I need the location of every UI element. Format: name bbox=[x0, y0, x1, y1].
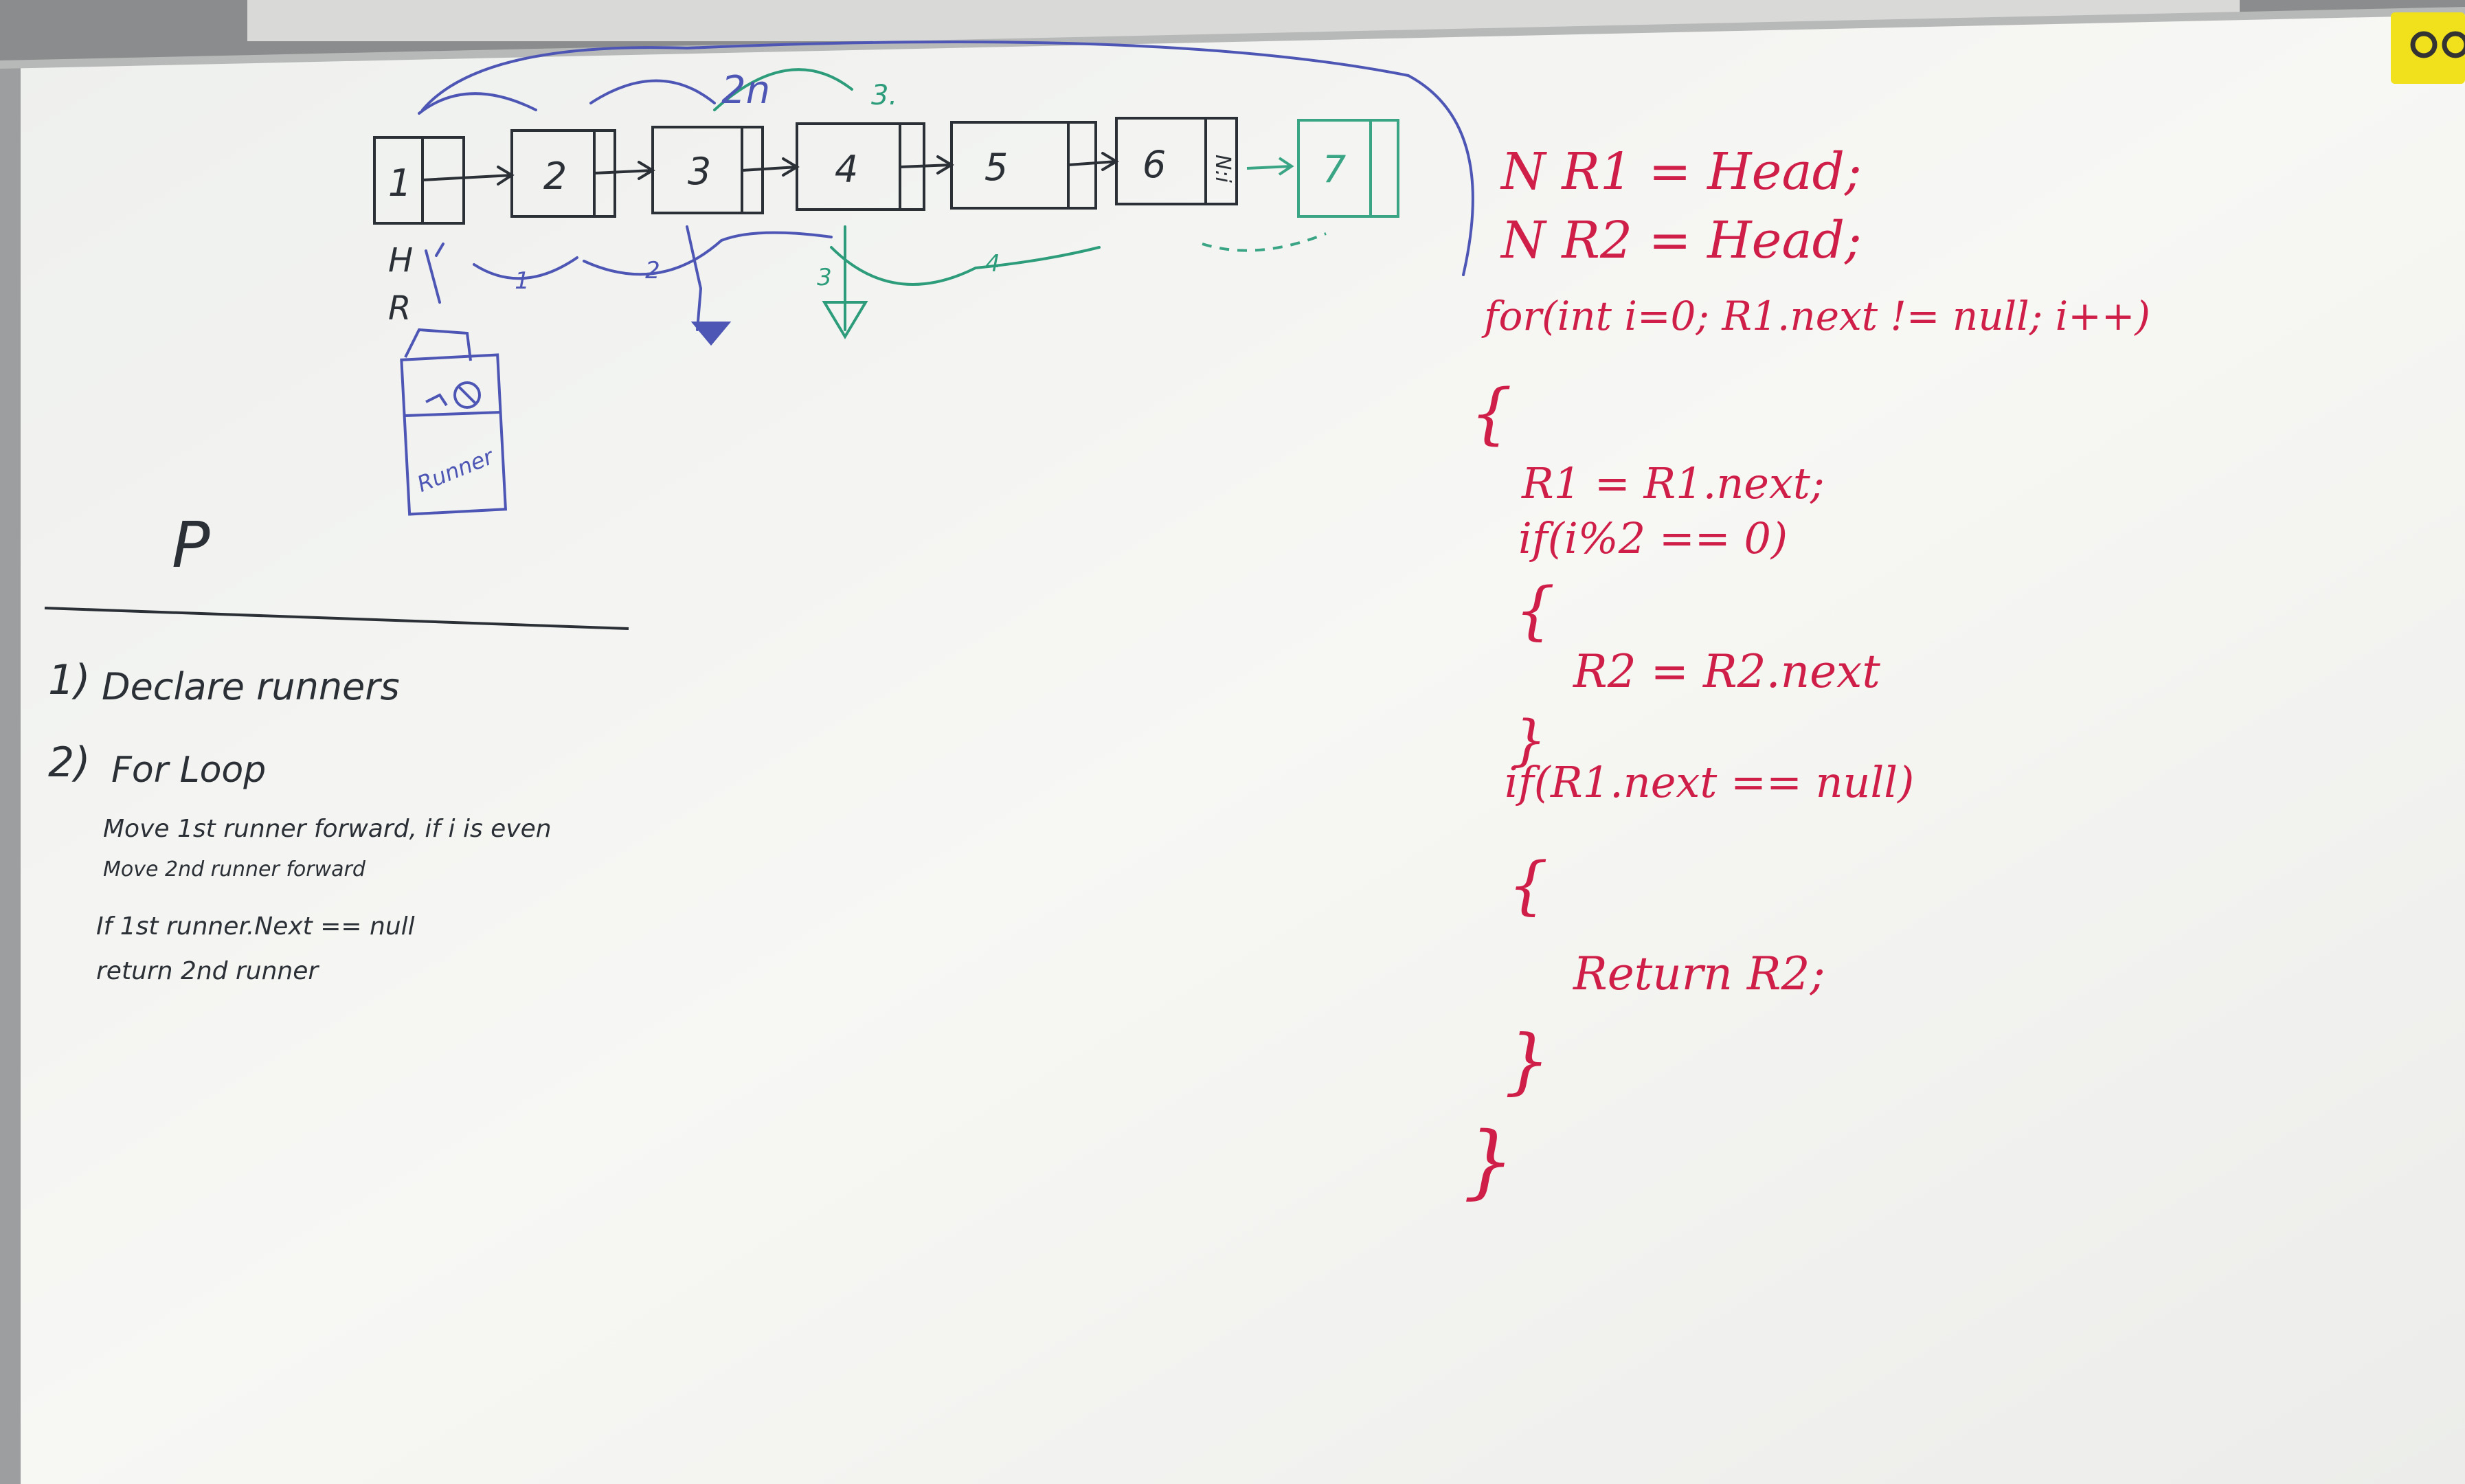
node-value-2: 2 bbox=[543, 155, 567, 198]
code-line-1: N R1 = Head; bbox=[1500, 142, 1862, 201]
board-left-frame bbox=[0, 65, 21, 1484]
note-line-1: Move 1st runner forward, if i is even bbox=[103, 815, 552, 843]
linked-list-diagram bbox=[373, 117, 1238, 225]
step-1-text: Declare runners bbox=[102, 665, 400, 708]
head-marker: H bbox=[388, 241, 413, 280]
node-value-3: 3 bbox=[688, 150, 711, 193]
node-value-5: 5 bbox=[984, 146, 1008, 189]
code-line-9: } bbox=[1511, 708, 1546, 772]
step-2-text: For Loop bbox=[111, 750, 266, 791]
jump-step: 3. bbox=[871, 80, 897, 111]
code-line-6: if(i%2 == 0) bbox=[1518, 513, 1788, 563]
code-line-3: for(int i=0; R1.next != null; i++) bbox=[1481, 293, 2150, 339]
code-line-5: R1 = R1.next; bbox=[1521, 458, 1825, 508]
slow-step-4: 4 bbox=[985, 250, 1000, 278]
node-value-6: 6 bbox=[1143, 143, 1166, 186]
slow-runner-arcs bbox=[418, 41, 1474, 346]
note-line-3: If 1st runner.Next == null bbox=[96, 912, 415, 941]
problem-letter: P bbox=[172, 508, 210, 582]
note-line-4: return 2nd runner bbox=[96, 957, 319, 985]
whiteboard-surface bbox=[0, 14, 2465, 1484]
node-value-1: 1 bbox=[388, 161, 412, 205]
slow-step-3: 3 bbox=[817, 264, 832, 291]
code-line-8: R2 = R2.next bbox=[1573, 645, 1880, 698]
step-2-number: 2) bbox=[48, 739, 91, 787]
fast-runner-arcs bbox=[713, 68, 1101, 339]
node-box-7 bbox=[1202, 119, 1399, 252]
owl-sticker bbox=[2391, 12, 2465, 84]
code-line-11: { bbox=[1508, 848, 1549, 922]
code-line-14: } bbox=[1463, 1115, 1514, 1208]
runner-marker: R bbox=[388, 289, 411, 328]
node-box-1 bbox=[373, 136, 465, 225]
slow-step-1: 1 bbox=[515, 267, 530, 295]
code-line-7: { bbox=[1515, 574, 1555, 647]
null-mark: N:i bbox=[1211, 155, 1235, 183]
step-list: 1) Declare runners 2) For Loop bbox=[48, 656, 400, 791]
loop-notes: Move 1st runner forward, if i is even Mo… bbox=[96, 815, 552, 985]
slow-step-2: 2 bbox=[645, 257, 660, 284]
note-line-2: Move 2nd runner forward bbox=[103, 857, 366, 881]
code-line-12: Return R2; bbox=[1573, 947, 1825, 1000]
node-value-4: 4 bbox=[835, 148, 858, 191]
runner-box-drawing bbox=[400, 328, 508, 516]
divider-line bbox=[44, 607, 629, 630]
jump-label: 2n bbox=[721, 68, 770, 113]
code-block: N R1 = Head; N R2 = Head; for(int i=0; R… bbox=[1463, 142, 2150, 1208]
code-line-4: { bbox=[1470, 375, 1512, 452]
code-line-10: if(R1.next == null) bbox=[1505, 757, 1914, 807]
node-value-7: 7 bbox=[1322, 148, 1346, 191]
step-1-number: 1) bbox=[48, 656, 91, 704]
board-top-frame bbox=[0, 7, 2465, 69]
code-line-2: N R2 = Head; bbox=[1500, 211, 1862, 270]
code-line-13: } bbox=[1505, 1019, 1550, 1103]
